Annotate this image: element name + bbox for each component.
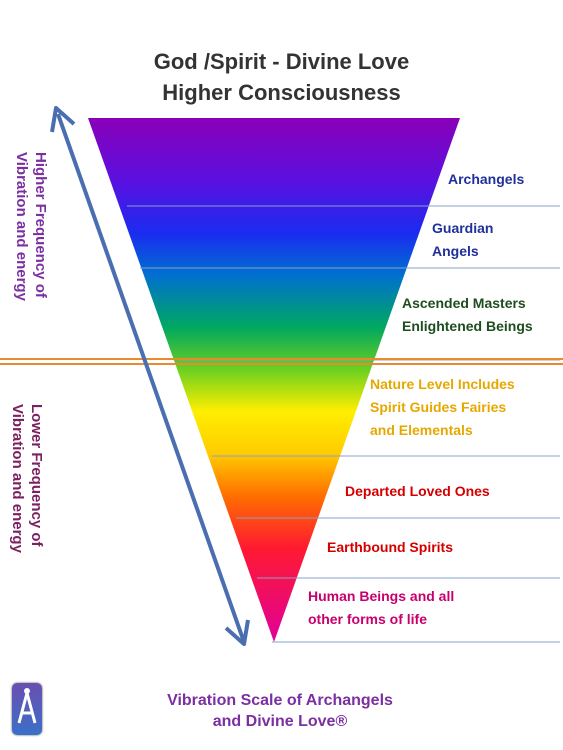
level-text: Angels — [432, 243, 479, 259]
lower-frequency-label: Lower Frequency of Vibration and energy — [8, 404, 46, 553]
level-label-human-beings: Human Beings and all other forms of life — [308, 585, 454, 631]
level-label-departed-loved-ones: Departed Loved Ones — [345, 480, 490, 503]
footer-line-1: Vibration Scale of Archangels — [167, 692, 393, 709]
level-text: Earthbound Spirits — [327, 539, 453, 555]
level-label-earthbound-spirits: Earthbound Spirits — [327, 536, 453, 559]
angel-a-icon — [17, 688, 37, 724]
higher-frequency-label: Higher Frequency of Vibration and energy — [12, 152, 50, 301]
level-text: Spirit Guides Fairies — [370, 399, 507, 415]
lower-label-line-1: Lower Frequency of — [28, 404, 45, 547]
level-text: Departed Loved Ones — [345, 483, 490, 499]
diagram-title: God /Spirit - Divine Love Higher Conscio… — [0, 46, 563, 108]
title-line-2: Higher Consciousness — [162, 80, 401, 105]
footer-caption: Vibration Scale of Archangels and Divine… — [90, 690, 470, 732]
level-text: Guardian — [432, 220, 494, 236]
angels-healing-path-logo — [12, 683, 42, 735]
level-text: Enlightened Beings — [402, 318, 533, 334]
frequency-divider — [0, 358, 563, 365]
higher-label-line-2: Vibration and energy — [13, 152, 30, 301]
level-text: other forms of life — [308, 611, 428, 627]
arrow-head-top — [50, 106, 76, 133]
lower-label-line-2: Vibration and energy — [9, 404, 26, 553]
footer-line-2: and Divine Love® — [212, 713, 348, 730]
funnel-triangle — [88, 118, 460, 642]
level-text: and Elementals — [370, 422, 473, 438]
level-text: Nature Level Includes — [370, 376, 515, 392]
level-label-nature-level: Nature Level Includes Spirit Guides Fair… — [370, 373, 515, 442]
higher-label-line-1: Higher Frequency of — [32, 152, 49, 298]
arrow-head-bottom — [224, 619, 250, 646]
level-label-archangels: Archangels — [448, 168, 524, 191]
frequency-arrow — [56, 113, 246, 643]
title-line-1: God /Spirit - Divine Love — [153, 49, 410, 74]
level-label-guardian-angels: Guardian Angels — [432, 217, 493, 263]
level-text: Ascended Masters — [402, 295, 526, 311]
level-label-ascended-masters: Ascended Masters Enlightened Beings — [402, 292, 533, 338]
level-text: Human Beings and all — [308, 588, 455, 604]
level-text: Archangels — [448, 171, 525, 187]
